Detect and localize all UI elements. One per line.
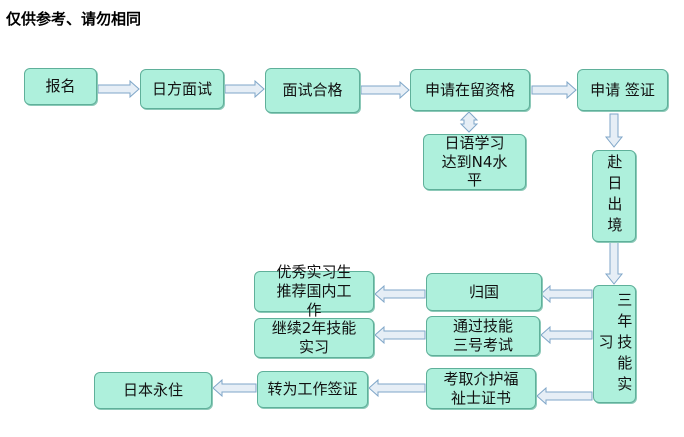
- arrow-visa-to-departure: [604, 113, 624, 148]
- node-signup: 报名: [24, 68, 97, 105]
- page-title: 仅供参考、请勿相同: [6, 10, 142, 28]
- arrow-care-to-workvisa: [368, 378, 426, 398]
- arrow-residence-n4: [459, 111, 479, 133]
- node-return-home: 归国: [426, 273, 542, 311]
- node-skill-exam: 通过技能三号考试: [426, 316, 540, 356]
- node-excellent-trainee: 优秀实习生推荐国内工作: [254, 263, 374, 319]
- arrow-return-to-excellent: [374, 284, 426, 304]
- node-japanese-n4: 日语学习达到N4水平: [423, 134, 526, 190]
- node-interview-pass: 面试合格: [265, 68, 360, 113]
- arrow-training-to-exam: [540, 325, 593, 345]
- node-work-visa: 转为工作签证: [257, 371, 368, 408]
- node-go-to-japan: 赴日出境: [592, 150, 636, 242]
- node-permanent-residence: 日本永住: [94, 372, 212, 409]
- node-care-worker-exam: 考取介护福祉士证书: [426, 368, 536, 409]
- node-japan-interview: 日方面试: [140, 69, 224, 109]
- arrow-training-to-care: [536, 386, 593, 406]
- arrow-training-to-return: [540, 284, 593, 304]
- arrow-departure-to-training: [604, 241, 624, 285]
- node-apply-residence: 申请在留资格: [410, 69, 530, 111]
- arrow-residence-to-visa: [531, 80, 577, 100]
- arrow-workvisa-to-permanent: [212, 378, 257, 398]
- arrow-signup-to-interview: [97, 79, 140, 99]
- arrow-exam-to-continue: [374, 325, 426, 345]
- arrow-interview-to-pass: [224, 79, 265, 99]
- node-apply-visa: 申请 签证: [577, 69, 668, 111]
- arrow-pass-to-residence: [360, 80, 410, 100]
- node-three-year-training: 三年技能实习: [593, 285, 636, 403]
- node-continue-training: 继续2年技能实习: [254, 318, 374, 358]
